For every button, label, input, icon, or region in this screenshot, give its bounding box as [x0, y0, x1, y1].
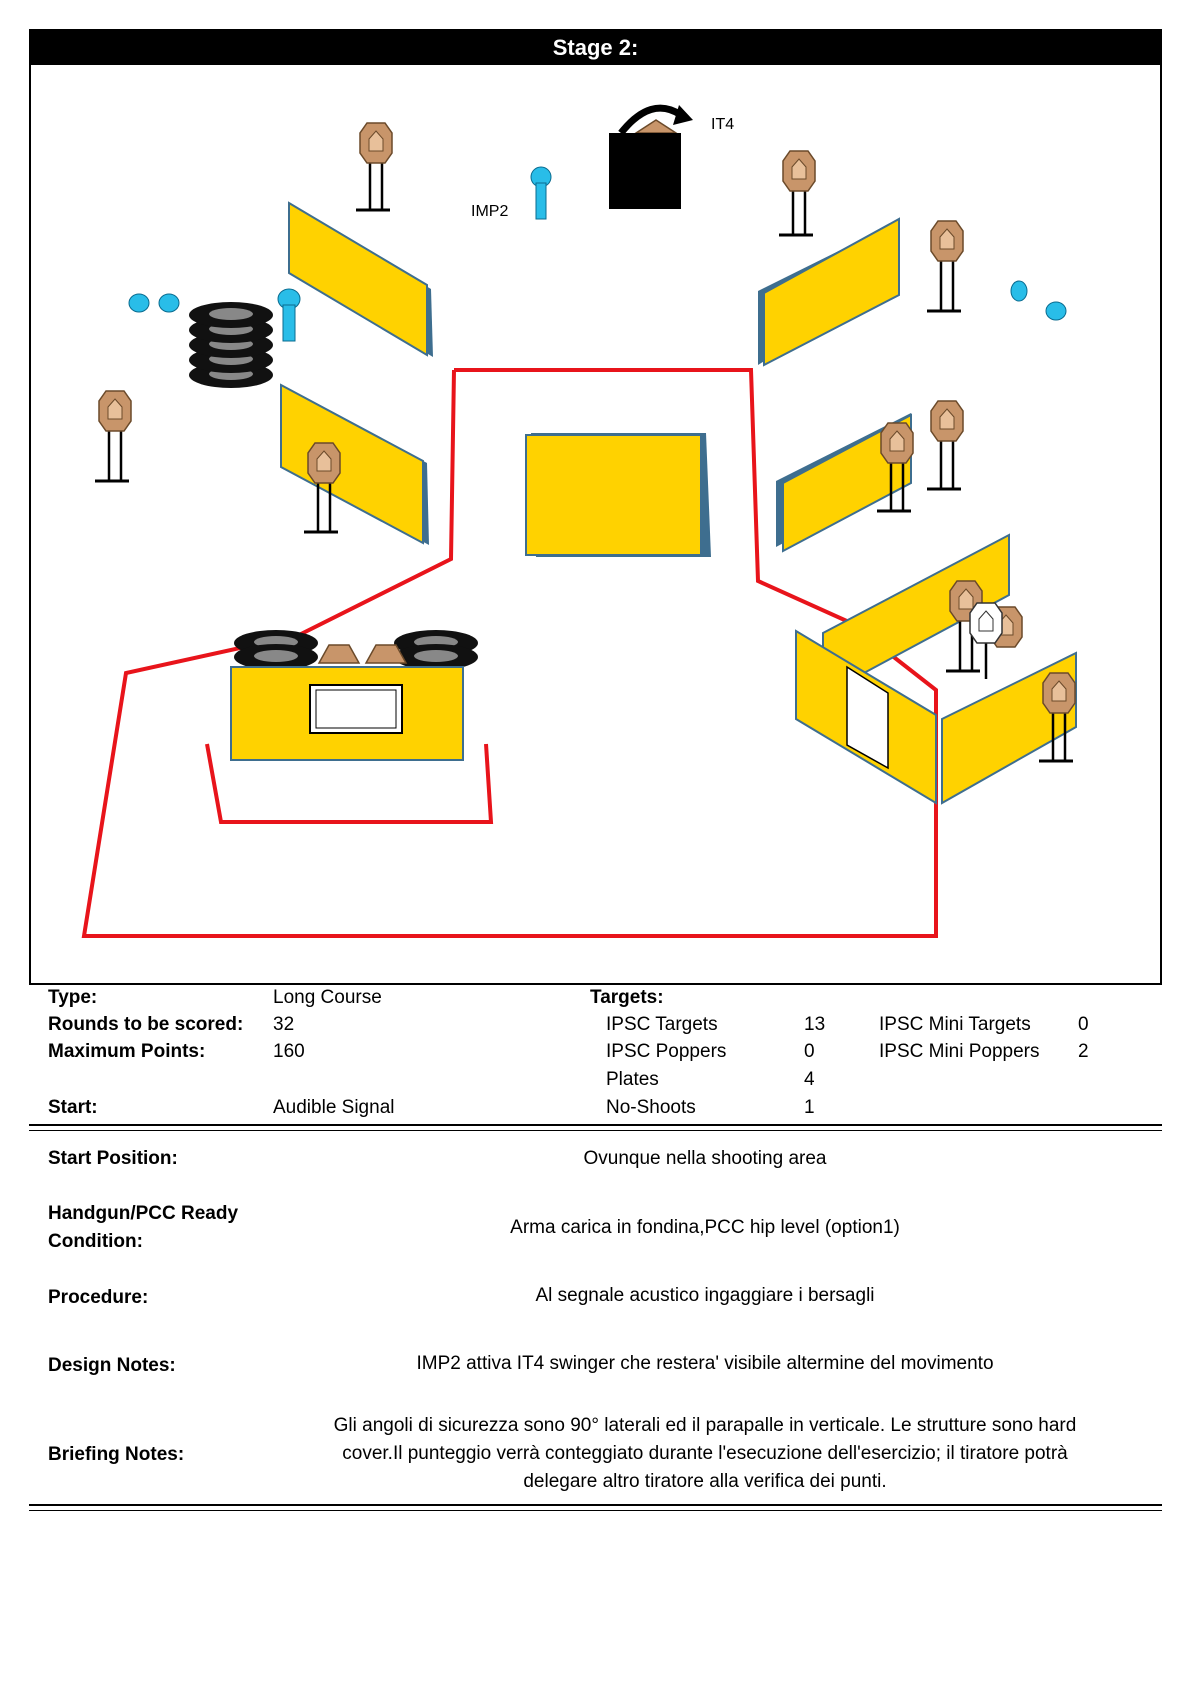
- wall-mid-right: [776, 413, 912, 553]
- tire-stack: [189, 302, 273, 388]
- target-name: IPSC Targets: [606, 1014, 718, 1035]
- mini-target-name: IPSC Mini Poppers: [879, 1041, 1040, 1062]
- stage-title: Stage 2:: [31, 31, 1160, 65]
- max-points-label: Maximum Points:: [48, 1041, 206, 1062]
- stage-frame: Stage 2:: [29, 29, 1162, 985]
- ready-condition-value: Arma carica in fondina,PCC hip level (op…: [510, 1217, 900, 1238]
- mini-target-count: 2: [1078, 1041, 1089, 1062]
- wall-back-right: [758, 217, 900, 367]
- fault-line: [81, 368, 938, 938]
- briefing-notes-line-1: Gli angoli di sicurezza sono 90° lateral…: [333, 1415, 1077, 1436]
- stage-diagram: IT4 IMP2: [81, 104, 1077, 938]
- design-notes-value: IMP2 attiva IT4 swinger che restera' vis…: [416, 1353, 994, 1374]
- ready-condition-label-1: Handgun/PCC Ready: [48, 1203, 239, 1224]
- rounds-label: Rounds to be scored:: [48, 1014, 244, 1035]
- briefing-notes-line-2: cover.Il punteggio verrà conteggiato dur…: [342, 1443, 1068, 1464]
- max-points-value: 160: [273, 1041, 305, 1062]
- it4-swinger: IT4: [609, 104, 734, 209]
- target-count: 0: [804, 1041, 815, 1062]
- rounds-value: 32: [273, 1014, 295, 1035]
- no-shoot: [969, 602, 1003, 679]
- window-wall: [230, 630, 478, 761]
- design-notes-label: Design Notes:: [48, 1355, 176, 1376]
- start-position-label: Start Position:: [48, 1148, 178, 1169]
- imp2-popper: IMP2: [471, 166, 552, 220]
- start-value: Audible Signal: [273, 1097, 395, 1118]
- divider: [29, 1130, 1162, 1131]
- mini-target-name: IPSC Mini Targets: [879, 1014, 1031, 1035]
- start-label: Start:: [48, 1097, 98, 1118]
- briefing-notes-line-3: delegare altro tiratore alla verifica de…: [523, 1471, 887, 1492]
- procedure-label: Procedure:: [48, 1287, 149, 1308]
- target-count: 1: [804, 1097, 815, 1118]
- type-label: Type:: [48, 987, 98, 1008]
- divider: [29, 1504, 1162, 1506]
- type-value: Long Course: [273, 987, 382, 1008]
- target-name: No-Shoots: [606, 1097, 696, 1118]
- target-name: IPSC Poppers: [606, 1041, 727, 1062]
- target-count: 13: [804, 1014, 826, 1035]
- room-structure: [795, 533, 1077, 805]
- procedure-value: Al segnale acustico ingaggiare i bersagl…: [535, 1285, 875, 1306]
- wall-mid-left: [280, 383, 429, 545]
- mini-popper: [277, 288, 301, 342]
- targets-label: Targets:: [590, 987, 664, 1008]
- target-count: 4: [804, 1069, 815, 1090]
- start-position-value: Ovunque nella shooting area: [583, 1148, 827, 1169]
- it4-label: IT4: [711, 116, 734, 133]
- divider: [29, 1510, 1162, 1511]
- mini-target-count: 0: [1078, 1014, 1089, 1035]
- briefing-notes-label: Briefing Notes:: [48, 1444, 185, 1465]
- wall-center: [525, 433, 711, 557]
- imp2-label: IMP2: [471, 203, 508, 220]
- fault-line-window-box: [205, 743, 494, 824]
- ready-condition-label-2: Condition:: [48, 1231, 143, 1252]
- wall-back-left: [288, 201, 433, 357]
- plates: [128, 280, 1067, 321]
- target-name: Plates: [606, 1069, 659, 1090]
- divider: [29, 1124, 1162, 1126]
